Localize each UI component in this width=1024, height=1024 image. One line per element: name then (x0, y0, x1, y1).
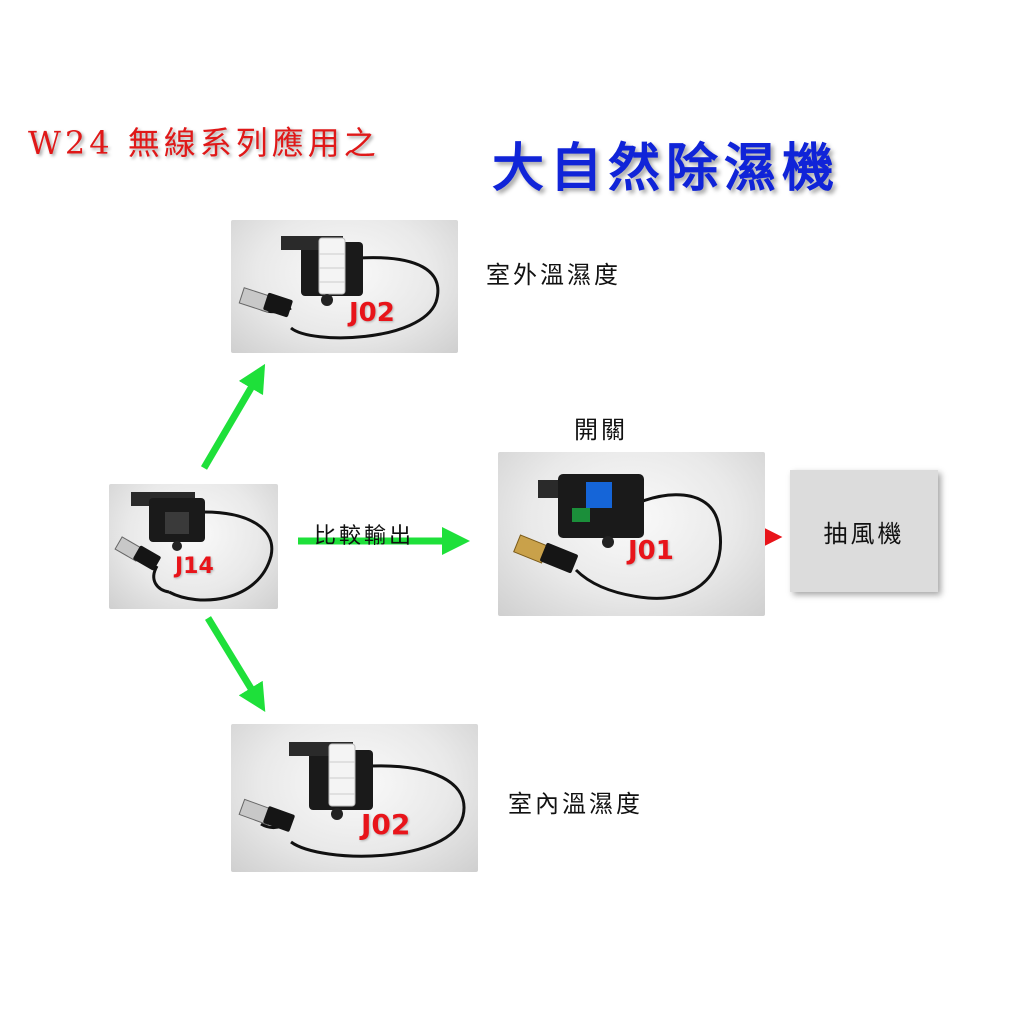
title-main: 大自然除濕機 (492, 139, 841, 199)
usb-plug-icon (513, 534, 578, 574)
j14-device-label: J14 (175, 554, 214, 579)
fan-caption: 抽風機 (823, 519, 905, 548)
switch-caption: 開關 (574, 416, 628, 444)
outdoor-sensor-photo: J02 (231, 220, 458, 353)
indoor-device-label: J02 (361, 808, 411, 841)
switch-device-label: J01 (628, 536, 674, 566)
outdoor-device-label: J02 (349, 298, 395, 328)
arrow-to-indoor (205, 616, 266, 712)
sensor-device-icon (238, 236, 440, 340)
usb-plug-icon (238, 798, 295, 832)
indoor-caption: 室內溫濕度 (508, 790, 643, 818)
sensor-device-icon (114, 492, 274, 602)
indoor-sensor-photo: J02 (231, 724, 478, 872)
compare-output-label: 比較輸出 (314, 524, 415, 549)
switch-relay-photo: J01 (498, 452, 765, 616)
relay-device-icon (513, 474, 723, 600)
j14-photo: J14 (109, 484, 278, 609)
outdoor-caption: 室外溫濕度 (486, 261, 621, 289)
exhaust-fan-box: 抽風機 (790, 470, 938, 592)
sensor-device-icon (238, 742, 466, 858)
usb-plug-icon (114, 536, 161, 571)
usb-plug-icon (238, 287, 293, 318)
arrow-to-outdoor (200, 363, 266, 470)
title-prefix: W24 無線系列應用之 (28, 124, 380, 162)
